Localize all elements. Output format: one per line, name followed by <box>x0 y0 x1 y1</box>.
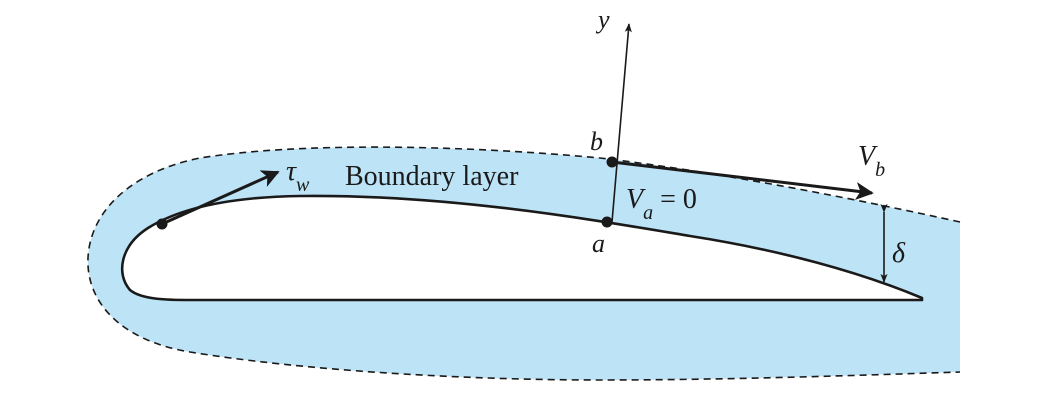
boundary-layer-label: Boundary layer <box>345 161 519 192</box>
airfoil-body <box>120 194 924 302</box>
point-b-marker <box>606 156 618 168</box>
thickness-label: δ <box>892 238 906 269</box>
velocity-b-arrow <box>611 160 874 201</box>
wall-shear-label: τw <box>286 156 310 196</box>
y-axis-line <box>611 23 632 223</box>
y-axis-label: y <box>595 5 610 34</box>
velocity-a-label: Va = 0 <box>626 184 697 224</box>
point-a-label: a <box>592 229 605 258</box>
point-b-label: b <box>590 127 603 156</box>
wall-shear-arrow <box>161 170 280 226</box>
velocity-b-label: Vb <box>858 141 885 181</box>
boundary-layer-outer-edge <box>87 146 961 381</box>
point-a-marker <box>601 216 613 228</box>
